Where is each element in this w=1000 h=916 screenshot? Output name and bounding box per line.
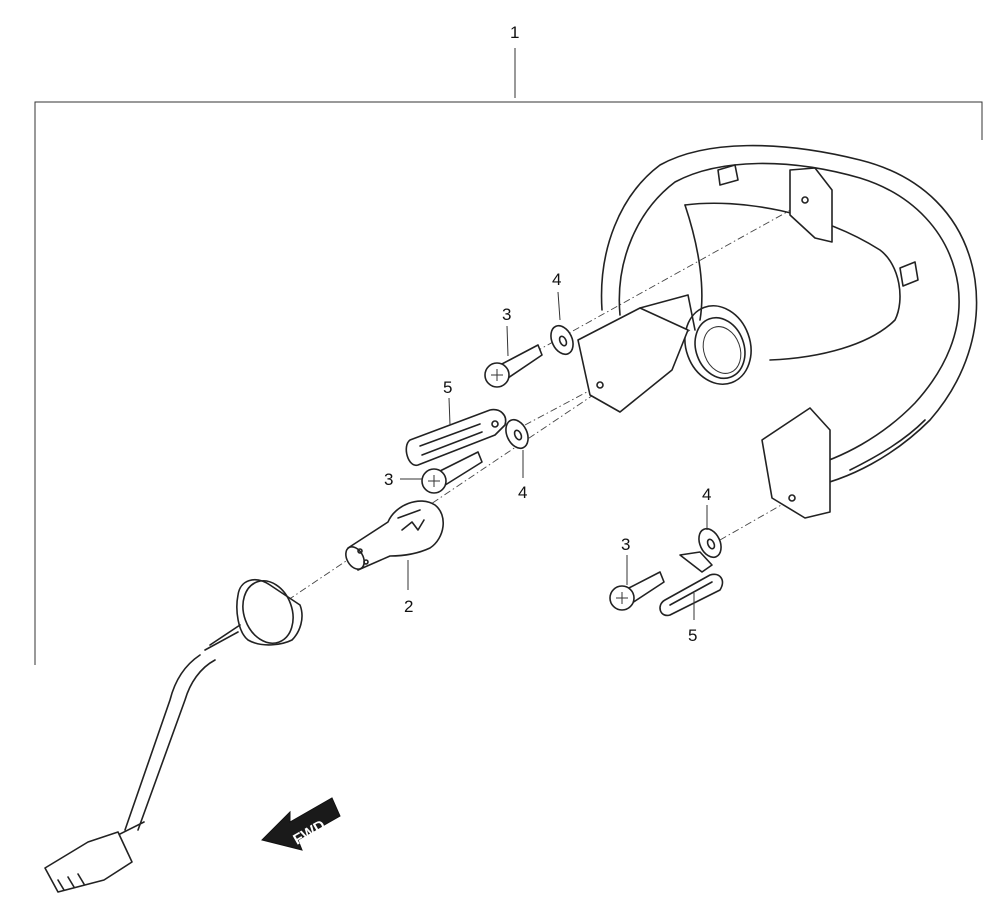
callouts: 1 4 3 5 3 4 2 4 3 5 xyxy=(384,23,711,645)
callout-screw-middle: 3 xyxy=(384,470,393,489)
socket-wire-harness xyxy=(44,579,303,893)
tail-light-housing xyxy=(577,144,978,519)
assembly-guide-lines xyxy=(287,201,806,601)
callout-screw-lower: 3 xyxy=(621,535,630,554)
callout-washer-lower: 4 xyxy=(702,485,711,504)
callout-bracket-left: 5 xyxy=(443,378,452,397)
bulb xyxy=(345,500,444,571)
screw-lower xyxy=(609,571,665,611)
callout-bulb: 2 xyxy=(404,597,413,616)
callout-screw-upper: 3 xyxy=(502,305,511,324)
callout-bracket-right: 5 xyxy=(688,626,697,645)
callout-washer-upper: 4 xyxy=(552,270,561,289)
fwd-direction-arrow: FWD xyxy=(261,797,341,851)
washer-middle xyxy=(505,418,529,450)
bracket-left xyxy=(405,408,507,466)
arrow-left-icon xyxy=(261,797,341,851)
washer-upper xyxy=(550,324,574,356)
assembly-bracket xyxy=(34,48,983,665)
bracket-right xyxy=(659,551,724,617)
screw-middle xyxy=(421,451,483,494)
screw-upper xyxy=(484,344,543,388)
callout-washer-middle: 4 xyxy=(518,483,527,502)
callout-assembly: 1 xyxy=(510,23,519,42)
washer-lower xyxy=(698,527,722,559)
